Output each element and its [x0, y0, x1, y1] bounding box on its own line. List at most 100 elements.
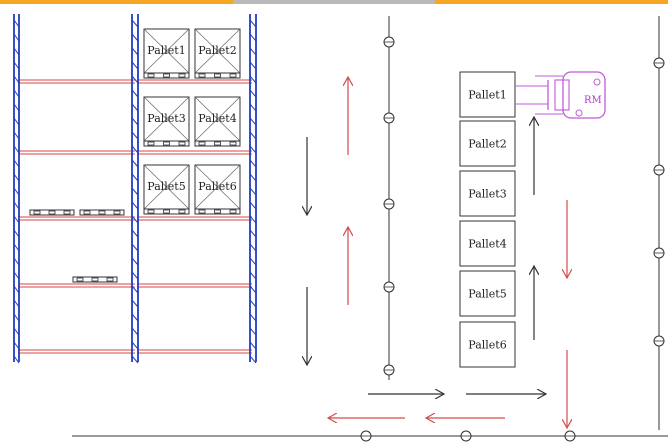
truck-wheel-icon: [593, 78, 601, 86]
rack-upright-bracing: [131, 159, 139, 168]
rack-upright-bracing: [131, 19, 139, 28]
rack-upright-bracing: [131, 243, 139, 252]
rack-upright-bracing: [131, 313, 139, 322]
load-cross: [143, 28, 190, 74]
pallet-block: [163, 209, 170, 214]
pallet-block: [214, 73, 221, 78]
rack-upright-bracing: [249, 103, 257, 112]
rack-upright-bracing: [249, 61, 257, 70]
rack-pallet-label: Pallet3: [147, 112, 185, 125]
band-segment-middle: [233, 0, 435, 4]
pallet-block: [48, 210, 56, 215]
floor-pallet-box: [459, 71, 516, 118]
flow-arrows: [307, 77, 567, 428]
floor-pallet-label: Pallet3: [468, 188, 506, 201]
rack-upright-bracing: [13, 201, 20, 210]
rack-upright-bracing: [249, 75, 257, 84]
floor-pallet-box: [459, 220, 516, 267]
load-cross: [194, 96, 241, 142]
truck-body: [562, 71, 606, 119]
load-cross: [194, 164, 241, 210]
rack-upright-bracing: [249, 243, 257, 252]
rack-upright-bracing: [131, 75, 139, 84]
rack-upright-bracing: [13, 243, 20, 252]
rack-upright-bracing: [249, 89, 257, 98]
pallet-block: [229, 73, 237, 78]
floor-pallet-label: Pallet5: [468, 288, 506, 301]
rack-upright-bracing: [131, 257, 139, 266]
truck-cab: [554, 79, 570, 111]
rack-upright-bracing: [131, 61, 139, 70]
rack-upright-bracing: [131, 299, 139, 308]
pallet-block: [113, 210, 121, 215]
rack-upright-bracing: [249, 173, 257, 182]
rack-upright-bracing: [13, 313, 20, 322]
rack-pallet-load: Pallet1: [143, 28, 190, 79]
pallet-block: [63, 210, 71, 215]
load-cross: [194, 28, 241, 74]
pallet-block: [178, 209, 186, 214]
rack-upright-bracing: [13, 75, 20, 84]
rack-upright-bracing: [131, 145, 139, 154]
rack-upright-bracing: [13, 229, 20, 238]
floor-pallet-box: [459, 120, 516, 167]
rack-upright-bracing: [249, 257, 257, 266]
rack-upright-bracing: [249, 187, 257, 196]
floor-pallet-box: [459, 321, 516, 368]
truck-wheel-icon: [575, 109, 583, 117]
top-color-band: [0, 0, 668, 4]
band-segment-left: [0, 0, 233, 4]
floor-pallet-label: Pallet4: [468, 238, 506, 251]
rack-upright-bracing: [249, 159, 257, 168]
rack-upright-bracing: [13, 33, 20, 42]
rack-upright-bracing: [13, 187, 20, 196]
rack-upright-bracing: [131, 33, 139, 42]
band-segment-right: [435, 0, 668, 4]
pallet-block: [163, 73, 170, 78]
pallet-block: [106, 277, 114, 282]
pallet-block: [178, 73, 186, 78]
rack-upright-bracing: [249, 145, 257, 154]
rack-upright-bracing: [131, 131, 139, 140]
rack-pallet-load: Pallet4: [194, 96, 241, 147]
pallet-block: [147, 73, 155, 78]
rack-upright-bracing: [13, 159, 20, 168]
rack-upright-bracing: [249, 201, 257, 210]
rack-upright-bracing: [131, 355, 139, 364]
rack-upright-bracing: [13, 355, 20, 364]
pallet-base: [79, 209, 125, 216]
pallet-base: [72, 276, 118, 283]
rack-upright-bracing: [249, 299, 257, 308]
pallet-block: [98, 210, 106, 215]
truck-label: RM: [584, 95, 602, 106]
rack-upright-bracing: [249, 117, 257, 126]
pallet-block: [198, 73, 206, 78]
pallet-block: [214, 141, 221, 146]
rack-pallet-label: Pallet5: [147, 180, 185, 193]
pallet-block: [214, 209, 221, 214]
floor-pallet-label: Pallet1: [468, 89, 506, 102]
rack-upright-bracing: [131, 47, 139, 56]
pallet-block: [147, 141, 155, 146]
rack-upright-bracing: [249, 355, 257, 364]
load-cross: [143, 96, 190, 142]
pallet-block: [147, 209, 155, 214]
pallet-block: [229, 141, 237, 146]
rack-upright-bracing: [131, 215, 139, 224]
rack-upright-bracing: [13, 89, 20, 98]
rack-upright-bracing: [131, 89, 139, 98]
pallet-base: [194, 208, 241, 215]
rack-pallet-load: Pallet3: [143, 96, 190, 147]
rack-upright-bracing: [13, 215, 20, 224]
pallet-base: [143, 140, 190, 147]
rack-pallet-label: Pallet4: [198, 112, 236, 125]
floor-pallet-box: [459, 270, 516, 317]
rack-pallet-load: Pallet5: [143, 164, 190, 215]
rack-pallet-label: Pallet2: [198, 44, 236, 57]
rack-pallet-load: Pallet2: [194, 28, 241, 79]
rack-upright-bracing: [13, 145, 20, 154]
rack-upright-bracing: [13, 47, 20, 56]
pallet-base: [194, 140, 241, 147]
rack-upright-bracing: [249, 327, 257, 336]
